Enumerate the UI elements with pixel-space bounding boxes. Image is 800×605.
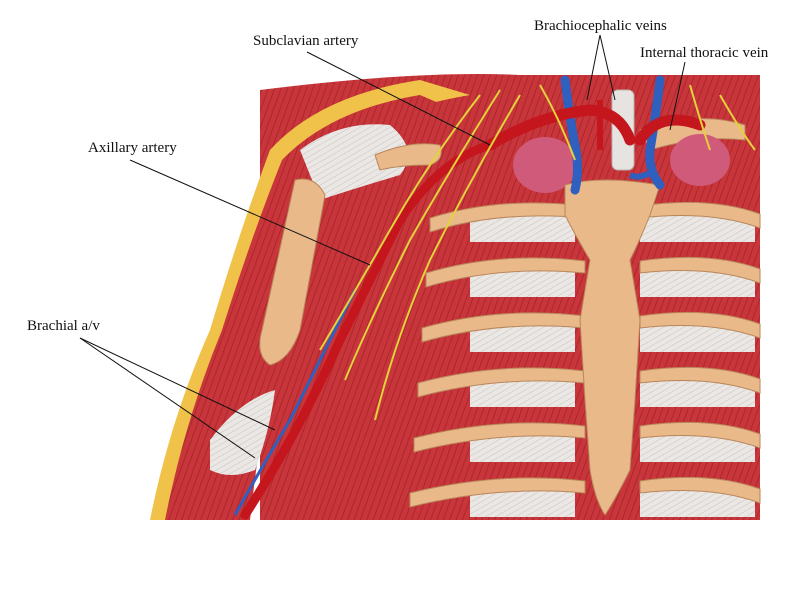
shoulder-tendon bbox=[300, 124, 408, 200]
label-axillary-artery: Axillary artery bbox=[88, 140, 177, 156]
rib-right bbox=[639, 366, 761, 394]
rib-right bbox=[639, 311, 761, 339]
leader-brachial-a bbox=[79, 337, 276, 431]
label-subclavian-artery: Subclavian artery bbox=[253, 33, 359, 49]
brachial-vein bbox=[233, 289, 357, 516]
lung-apex-right bbox=[670, 134, 730, 186]
brachial-plexus-nerves bbox=[319, 84, 756, 421]
rib-right bbox=[639, 256, 761, 284]
leader-brachiocephalic-b bbox=[599, 34, 616, 101]
elbow-tendon bbox=[210, 390, 275, 475]
leader-internal-thoracic bbox=[669, 61, 686, 131]
leader-axillary bbox=[129, 159, 371, 266]
rib-right bbox=[639, 476, 761, 504]
label-brachiocephalic-veins: Brachiocephalic veins bbox=[534, 18, 667, 34]
leader-brachial-b bbox=[79, 337, 256, 459]
rib-right bbox=[639, 201, 761, 229]
clavicle-left bbox=[374, 143, 442, 171]
axillary-brachial-artery bbox=[240, 140, 495, 520]
brachiocephalic-vein-right bbox=[645, 75, 665, 190]
brachiocephalic-vein-left bbox=[560, 75, 582, 195]
rib-left bbox=[413, 422, 586, 453]
leader-subclavian bbox=[306, 51, 491, 146]
humerus bbox=[259, 178, 326, 366]
label-brachial-av: Brachial a/v bbox=[27, 318, 100, 334]
rib-left bbox=[409, 477, 586, 508]
ribs bbox=[409, 201, 761, 508]
label-internal-thoracic-vein: Internal thoracic vein bbox=[640, 45, 769, 61]
lung-apex-left bbox=[513, 137, 577, 193]
leader-brachiocephalic-a bbox=[586, 34, 601, 101]
internal-thoracic-vein bbox=[628, 167, 657, 180]
subclavian-artery bbox=[484, 104, 636, 151]
rib-left bbox=[425, 257, 586, 288]
sternum bbox=[564, 179, 661, 516]
rib-right bbox=[639, 421, 761, 449]
subclavian-artery-right bbox=[634, 114, 706, 146]
leader-lines bbox=[79, 34, 686, 459]
